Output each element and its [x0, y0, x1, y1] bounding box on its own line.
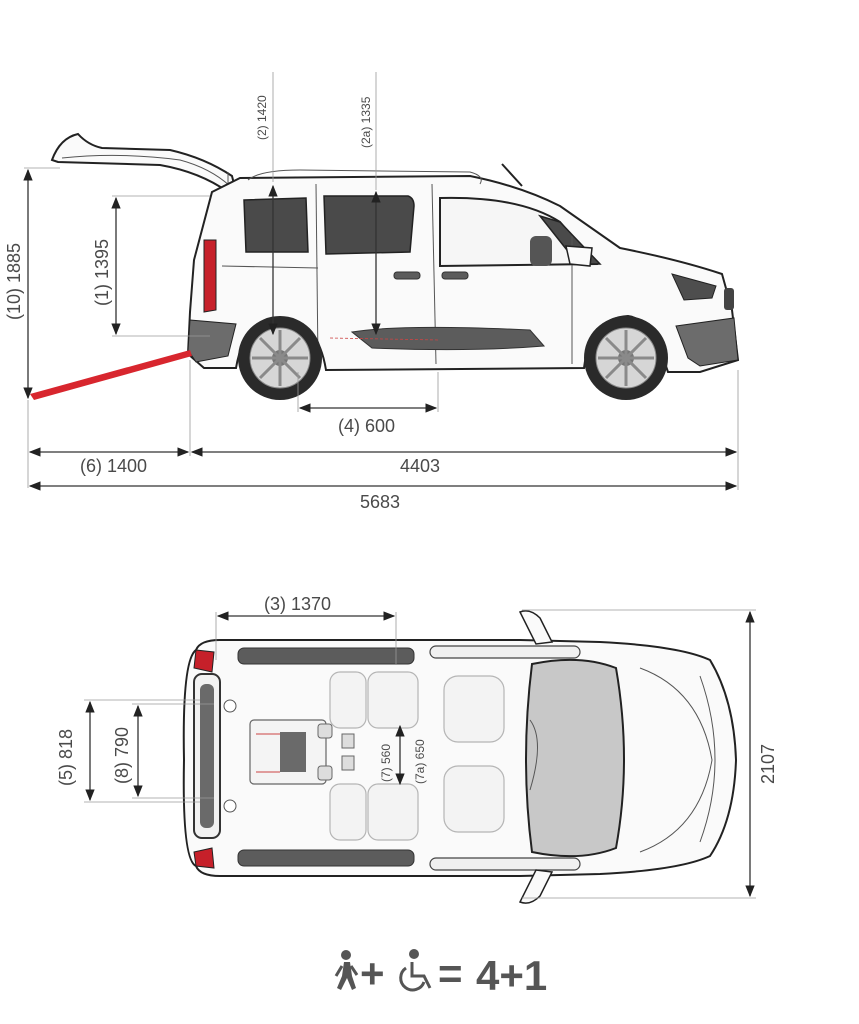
windscreen — [525, 658, 625, 858]
dim-label-6: (6) 1400 — [80, 456, 147, 476]
dim-label-2: (2) 1420 — [255, 95, 269, 140]
capacity-legend: + = 4+1 — [334, 949, 547, 999]
dim-label-2a: (2a) 1335 — [359, 96, 373, 148]
person-walking-icon — [334, 950, 359, 990]
sliding-door-window — [323, 195, 415, 255]
dim-label-4: (4) 600 — [338, 416, 395, 436]
dim-label-7a: (7a) 650 — [413, 739, 427, 784]
dim-label-1: (1) 1395 — [92, 239, 112, 306]
dim-label-total-length: 5683 — [360, 492, 400, 512]
dim-label-length: 4403 — [400, 456, 440, 476]
rear-quarter-window — [243, 197, 309, 253]
side-moulding — [350, 326, 546, 351]
svg-text:+: + — [360, 950, 385, 997]
side-view — [30, 132, 740, 400]
capacity-count: 4+1 — [476, 952, 547, 999]
side-dimensions: (2) 1420 (2a) 1335 (10) 1885 (1) 1395 (4… — [4, 72, 739, 512]
mirror-left — [518, 610, 554, 645]
mirror-right — [518, 869, 554, 904]
dim-label-5: (5) 818 — [56, 729, 76, 786]
rear-wheel — [238, 316, 322, 400]
wheelchair-icon — [399, 949, 432, 992]
dim-label-10: (10) 1885 — [4, 243, 24, 320]
tailgate-open — [50, 132, 238, 195]
dim-label-8: (8) 790 — [112, 727, 132, 784]
taillight — [203, 239, 217, 313]
dim-label-7: (7) 560 — [379, 744, 393, 782]
dim-label-3: (3) 1370 — [264, 594, 331, 614]
top-dimensions: (3) 1370 (5) 818 (8) 790 (7) 560 (7a) 65… — [56, 594, 778, 899]
dim-label-width: 2107 — [758, 744, 778, 784]
wheelchair-top — [249, 719, 355, 785]
front-wheel — [584, 316, 668, 400]
top-view — [182, 610, 738, 904]
headlight — [671, 273, 717, 301]
wheelchair-ramp — [30, 350, 192, 400]
svg-text:=: = — [438, 950, 463, 997]
